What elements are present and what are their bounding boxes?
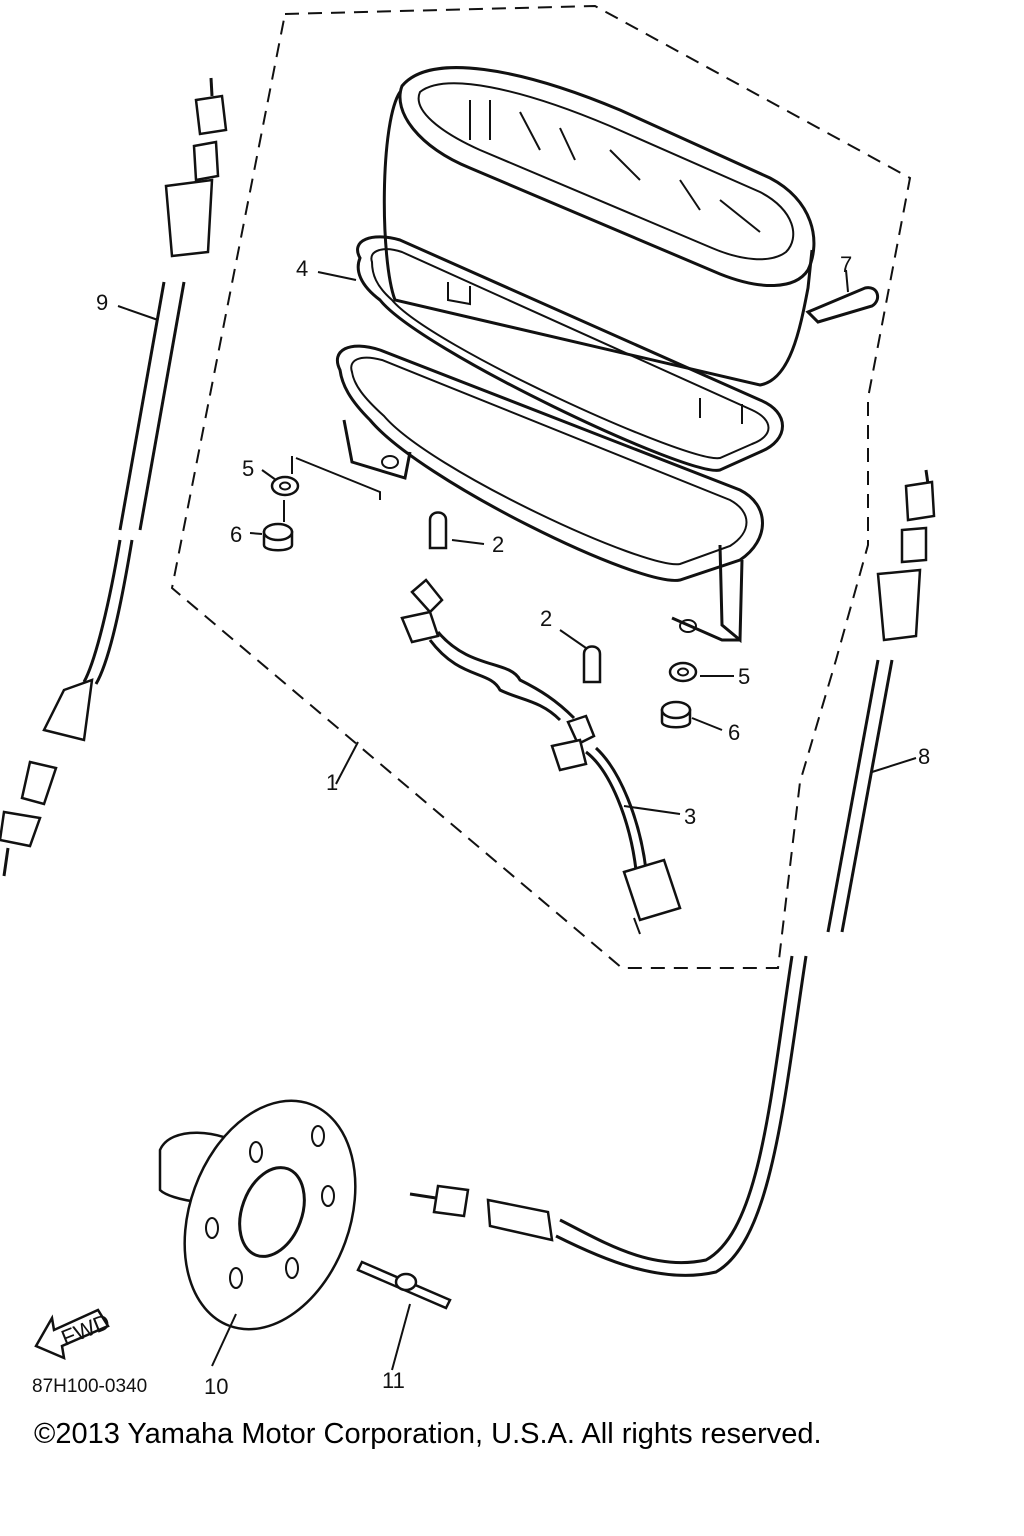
bulb-upper <box>428 511 448 550</box>
callout-5-right: 5 <box>738 664 750 689</box>
callout-8: 8 <box>918 744 930 769</box>
callout-10: 10 <box>204 1374 228 1399</box>
meter-housing <box>382 66 880 424</box>
nut-right <box>660 700 692 729</box>
assembly-boundary <box>170 4 912 969</box>
callout-9: 9 <box>96 290 108 315</box>
callout-11: 11 <box>382 1368 405 1393</box>
callout-7: 7 <box>840 252 852 277</box>
drive-plate <box>158 1099 357 1331</box>
fwd-arrow-icon: FWD <box>34 1308 113 1361</box>
callout-2-lower: 2 <box>540 606 552 631</box>
callout-3: 3 <box>684 804 696 829</box>
callout-6-right: 6 <box>728 720 740 745</box>
copyright-notice: ©2013 Yamaha Motor Corporation, U.S.A. A… <box>34 1418 822 1450</box>
wire-harness <box>400 578 682 935</box>
speedometer-cable-left <box>0 77 228 877</box>
nut-left <box>262 522 294 552</box>
callout-5-left: 5 <box>242 456 254 481</box>
washer-left <box>270 475 300 497</box>
callout-6-left: 6 <box>230 522 242 547</box>
callout-1: 1 <box>326 770 338 795</box>
callout-4: 4 <box>296 256 308 281</box>
diagram-code: 87H100-0340 <box>32 1376 147 1397</box>
leader-lines <box>117 269 917 1371</box>
drive-pin <box>356 1260 452 1310</box>
bulb-lower <box>582 645 602 684</box>
washer-right <box>668 661 698 683</box>
speedometer-cable-right <box>409 469 936 1277</box>
callout-2-upper: 2 <box>492 532 504 557</box>
mounting-bracket <box>336 344 764 644</box>
gasket-ring <box>356 235 784 472</box>
